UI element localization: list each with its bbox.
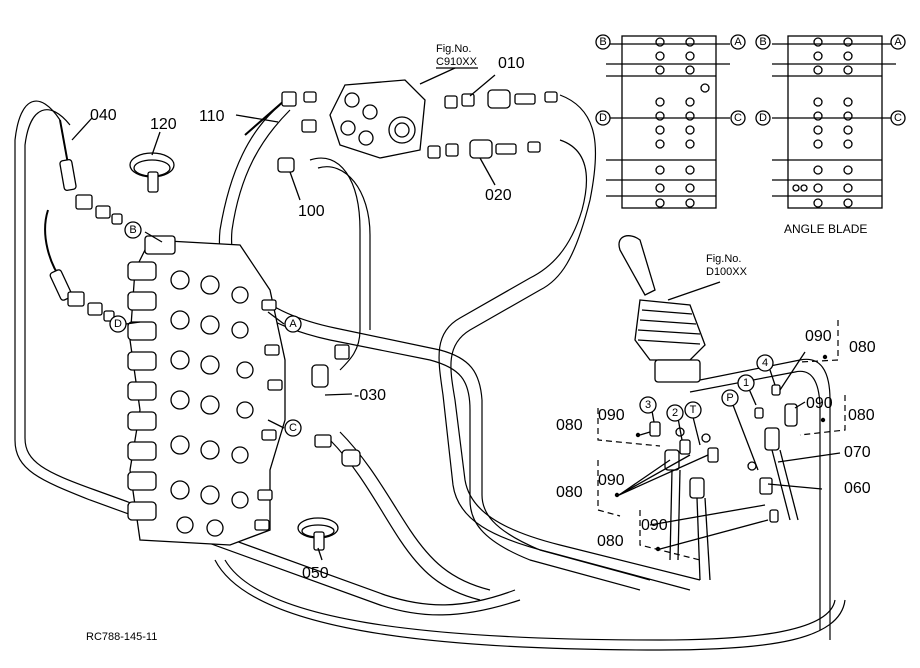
joystick-lever	[618, 235, 706, 383]
label-leaders	[125, 67, 776, 561]
dashed-groupings	[597, 320, 846, 561]
port-2-bubble: 2	[666, 404, 684, 422]
svg-text:C910XX: C910XX	[436, 56, 478, 68]
port-D-bubble: D	[109, 315, 127, 333]
label-050: 050	[302, 565, 329, 582]
label-020: 020	[485, 187, 512, 204]
figure-reference-c910: Fig.No. C910XX	[436, 43, 478, 69]
label-040: 040	[90, 107, 117, 124]
svg-text:C: C	[289, 422, 297, 434]
port-3-bubble: 3	[639, 396, 657, 414]
svg-text:3: 3	[645, 399, 651, 411]
svg-text:C: C	[734, 112, 742, 124]
label-080-d: 080	[849, 339, 876, 356]
port-P-bubble: P	[721, 389, 739, 407]
label-030: -030	[354, 387, 386, 404]
inset1-C-bubble: C	[730, 110, 746, 126]
port-bubbles: B D A C T P 1 2 3 4 B A D C B A D C	[109, 34, 906, 437]
control-valve-block	[127, 235, 286, 546]
joystick-fittings	[649, 384, 799, 581]
inset2-D-bubble: D	[755, 110, 771, 126]
port-C-bubble: C	[284, 419, 302, 437]
callout-leaders	[614, 351, 841, 552]
svg-text:A: A	[734, 36, 742, 48]
inset1-A-bubble: A	[730, 34, 746, 50]
svg-text:D100XX: D100XX	[706, 266, 748, 278]
inset1-D-bubble: D	[595, 110, 611, 126]
svg-text:D: D	[599, 112, 607, 124]
band-clamp-120	[129, 152, 175, 193]
svg-text:Fig.No.: Fig.No.	[436, 43, 471, 55]
port-1-bubble: 1	[737, 374, 755, 392]
band-clamp-050	[297, 517, 339, 551]
valve-ports	[170, 270, 254, 537]
svg-text:D: D	[759, 112, 767, 124]
svg-text:1: 1	[743, 377, 749, 389]
svg-text:D: D	[114, 318, 122, 330]
inset-angle-ports	[792, 37, 853, 208]
label-060: 060	[844, 480, 871, 497]
port-T-bubble: T	[684, 401, 702, 419]
port-4-bubble: 4	[756, 354, 774, 372]
inset-caption-angle-blade: ANGLE BLADE	[784, 222, 867, 236]
top-fittings	[244, 89, 558, 173]
inset2-B-bubble: B	[755, 34, 771, 50]
label-010: 010	[498, 55, 525, 72]
inset1-B-bubble: B	[595, 34, 611, 50]
label-070: 070	[844, 444, 871, 461]
svg-text:T: T	[690, 404, 697, 416]
drawing-code: RC788-145-11	[86, 631, 157, 643]
label-120: 120	[150, 116, 177, 133]
hose-040	[44, 117, 123, 322]
svg-text:C: C	[894, 112, 902, 124]
svg-text:B: B	[129, 224, 136, 236]
valve-spools	[127, 261, 157, 521]
svg-text:A: A	[894, 36, 902, 48]
label-080-a: 080	[556, 417, 583, 434]
inset2-C-bubble: C	[890, 110, 906, 126]
label-080-b: 080	[556, 484, 583, 501]
label-090-c: 090	[641, 517, 668, 534]
label-110: 110	[199, 108, 225, 125]
port-A-bubble: A	[284, 315, 302, 333]
label-080-e: 080	[848, 407, 875, 424]
hose-routes	[14, 94, 846, 651]
svg-text:2: 2	[672, 407, 678, 419]
inset2-A-bubble: A	[890, 34, 906, 50]
svg-text:A: A	[289, 318, 297, 330]
svg-text:P: P	[726, 392, 733, 404]
label-080-c: 080	[597, 533, 624, 550]
label-090-d: 090	[805, 328, 832, 345]
inset-standard	[606, 35, 730, 209]
label-090-a: 090	[598, 407, 625, 424]
svg-text:B: B	[599, 36, 606, 48]
inset-standard-ports	[655, 37, 710, 208]
inset-angle-blade	[772, 35, 896, 209]
hose-030-fittings	[311, 344, 361, 467]
svg-text:Fig.No.: Fig.No.	[706, 253, 741, 265]
label-090-e: 090	[806, 395, 833, 412]
label-090-b: 090	[598, 472, 625, 489]
figure-reference-d100: Fig.No. D100XX	[706, 253, 748, 278]
svg-text:4: 4	[762, 357, 768, 369]
label-100: 100	[298, 203, 325, 220]
valve-right-fittings	[254, 299, 283, 531]
port-B-bubble: B	[124, 221, 142, 239]
part-number-labels: 010 020 -030 040 050 060 070 080 080 080…	[90, 55, 876, 582]
svg-text:B: B	[759, 36, 766, 48]
rotary-pilot-valve	[329, 79, 426, 159]
